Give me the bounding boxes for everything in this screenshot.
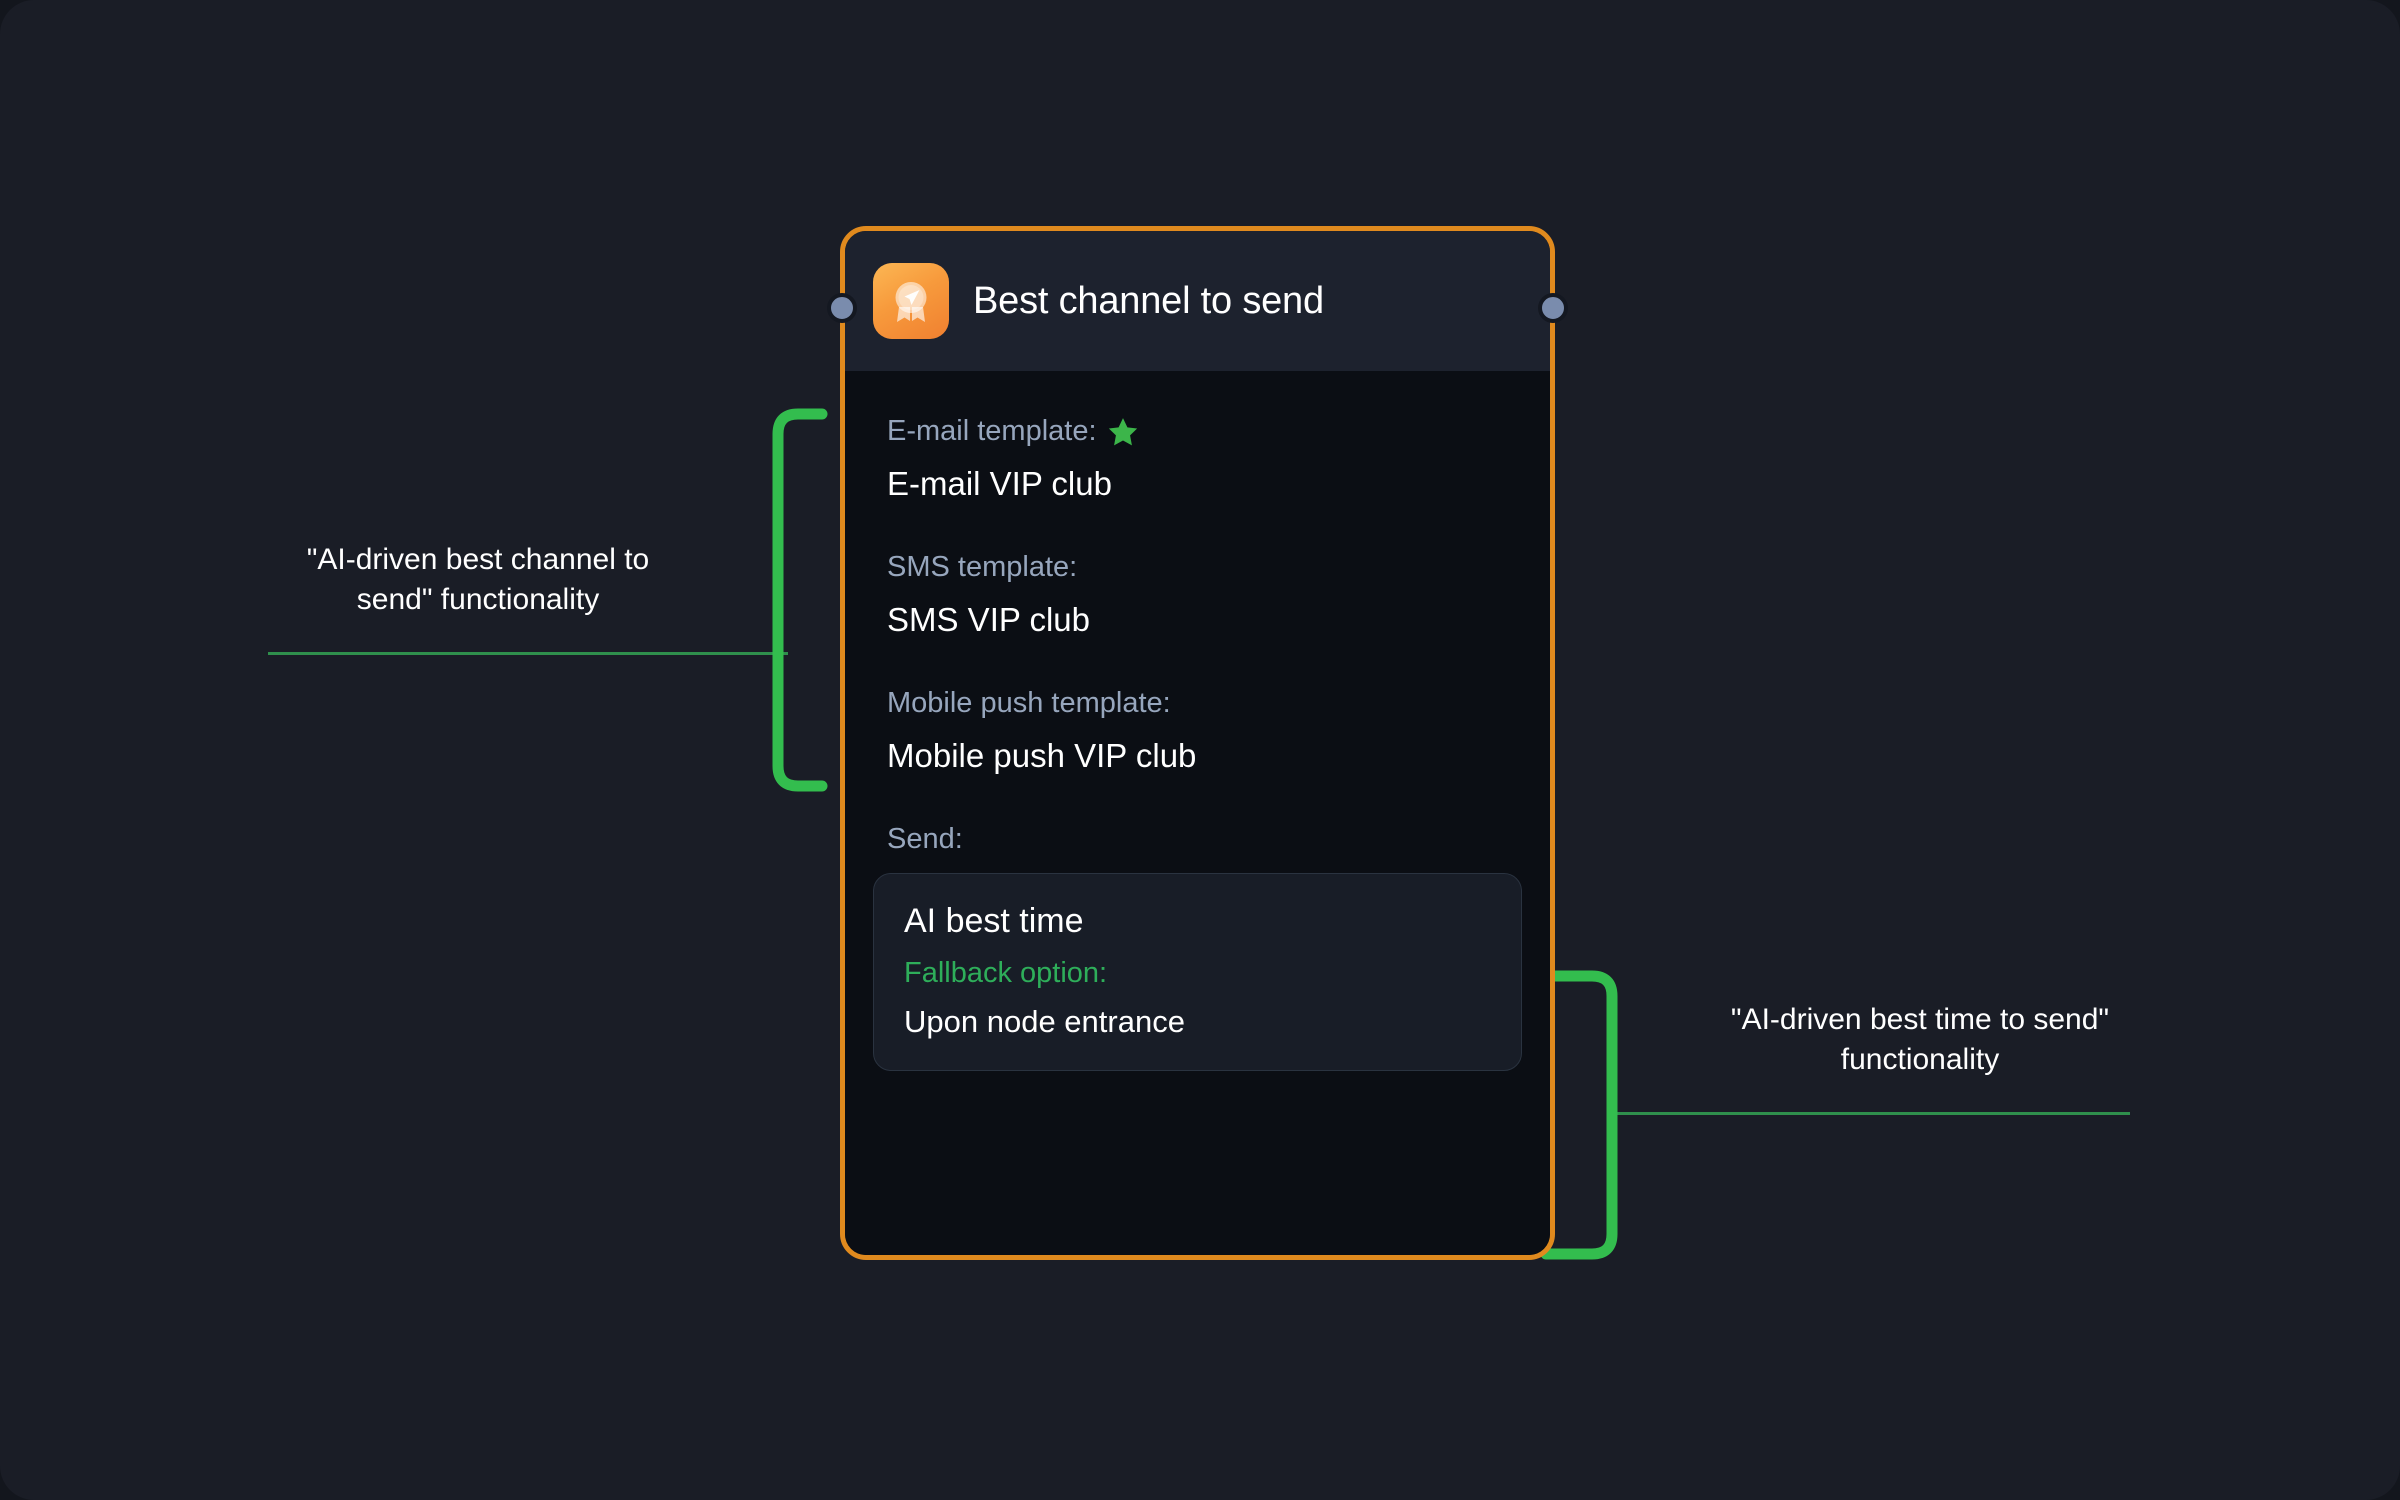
- node-header: Best channel to send: [845, 231, 1550, 371]
- node-title: Best channel to send: [973, 280, 1324, 323]
- field-label-text: E-mail template:: [887, 415, 1097, 448]
- left-annotation-bracket: [772, 408, 828, 792]
- field-label: Send:: [887, 823, 1508, 856]
- output-port[interactable]: [1538, 293, 1568, 323]
- best-channel-to-send-node[interactable]: Best channel to send E-mail template: E-…: [840, 226, 1555, 1260]
- field-sms-template: SMS template: SMS VIP club: [845, 551, 1550, 639]
- input-port[interactable]: [827, 293, 857, 323]
- fallback-option-label: Fallback option:: [904, 957, 1491, 990]
- annotation-left-label: "AI-driven best channel to send" functio…: [268, 540, 688, 619]
- field-value: E-mail VIP club: [887, 465, 1508, 503]
- field-label-text: Mobile push template:: [887, 687, 1171, 720]
- fallback-option-value: Upon node entrance: [904, 1004, 1491, 1040]
- node-body: E-mail template: E-mail VIP club SMS tem…: [845, 371, 1550, 1255]
- field-email-template: E-mail template: E-mail VIP club: [845, 415, 1550, 503]
- send-timing-card[interactable]: AI best time Fallback option: Upon node …: [873, 873, 1522, 1071]
- field-value: SMS VIP club: [887, 601, 1508, 639]
- field-label: SMS template:: [887, 551, 1508, 584]
- star-icon: [1107, 416, 1139, 448]
- field-mobile-push-template: Mobile push template: Mobile push VIP cl…: [845, 687, 1550, 775]
- left-annotation-connector: [268, 652, 788, 655]
- send-timing-title: AI best time: [904, 902, 1491, 941]
- annotation-right-label: "AI-driven best time to send" functional…: [1720, 1000, 2120, 1079]
- field-send: Send:: [845, 823, 1550, 856]
- field-value: Mobile push VIP club: [887, 737, 1508, 775]
- field-label-text: SMS template:: [887, 551, 1077, 584]
- field-label: E-mail template:: [887, 415, 1508, 448]
- field-label-text: Send:: [887, 823, 963, 856]
- field-label: Mobile push template:: [887, 687, 1508, 720]
- best-channel-badge-icon: [873, 263, 949, 339]
- right-annotation-connector: [1616, 1112, 2130, 1115]
